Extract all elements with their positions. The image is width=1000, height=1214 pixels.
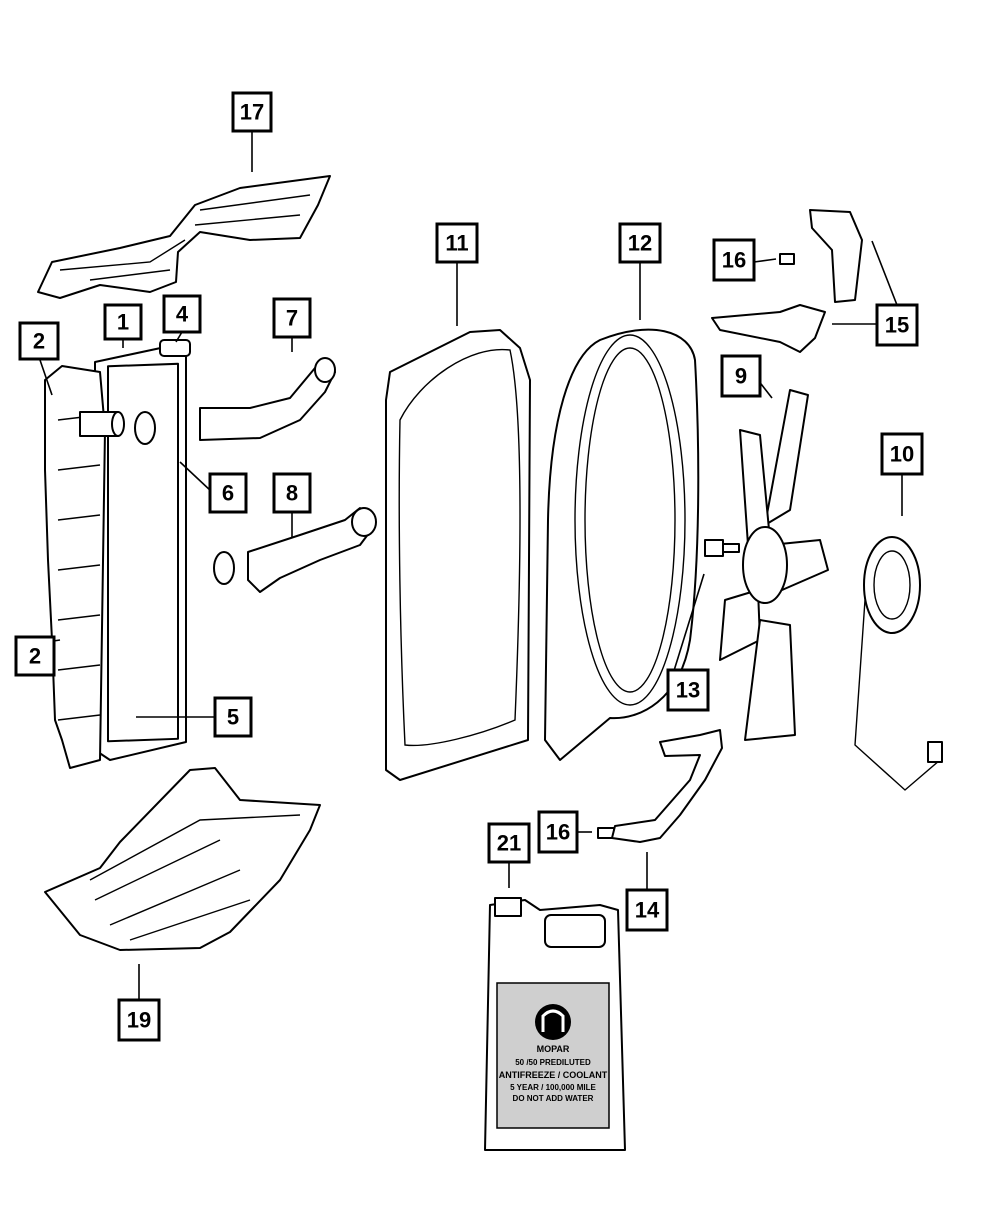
svg-text:19: 19 — [127, 1008, 151, 1033]
upper-radiator-hose — [199, 357, 336, 441]
svg-text:21: 21 — [497, 831, 521, 856]
callout-12: 12 — [618, 222, 662, 264]
svg-text:6: 6 — [222, 481, 234, 506]
callout-14: 14 — [625, 888, 669, 932]
svg-text:8: 8 — [286, 481, 298, 506]
callout-1: 1 — [103, 303, 143, 341]
callout-17: 17 — [231, 91, 273, 133]
fan-clutch — [854, 536, 943, 791]
radiator — [94, 345, 187, 761]
svg-text:11: 11 — [445, 231, 468, 256]
svg-text:16: 16 — [722, 248, 746, 273]
callout-16-lower: 16 — [537, 810, 579, 854]
svg-text:2: 2 — [29, 644, 41, 669]
svg-text:17: 17 — [240, 100, 264, 125]
callout-21: 21 — [487, 822, 531, 864]
callout-9: 9 — [720, 354, 762, 398]
jug-line2: ANTIFREEZE / COOLANT — [499, 1070, 608, 1080]
jug-brand: MOPAR — [537, 1044, 570, 1054]
callout-7: 7 — [272, 297, 312, 339]
air-deflector-upper — [37, 175, 331, 299]
fan-shroud — [385, 329, 531, 781]
mopar-logo-icon — [535, 1004, 571, 1040]
svg-text:10: 10 — [890, 442, 914, 467]
callout-8: 8 — [272, 472, 312, 514]
callout-5: 5 — [213, 696, 253, 738]
shroud-ring — [544, 328, 700, 761]
lower-radiator-hose — [247, 507, 377, 593]
jug-line3: 5 YEAR / 100,000 MILE — [510, 1083, 596, 1092]
svg-text:2: 2 — [33, 329, 45, 354]
cooling-fan — [719, 389, 829, 741]
svg-text:14: 14 — [635, 898, 660, 923]
jug-line4: DO NOT ADD WATER — [513, 1094, 594, 1103]
callout-2-lower: 2 — [14, 635, 56, 677]
fan-bolt — [704, 539, 740, 557]
callout-15: 15 — [875, 303, 919, 347]
svg-text:16: 16 — [546, 820, 570, 845]
callout-16-upper: 16 — [712, 238, 756, 282]
callout-19: 19 — [117, 998, 161, 1042]
jug-line1: 50 /50 PREDILUTED — [515, 1058, 591, 1067]
svg-text:5: 5 — [227, 705, 239, 730]
radiator-tank — [44, 365, 125, 769]
bracket-upper — [711, 209, 863, 353]
air-deflector-lower — [44, 767, 321, 951]
callout-2-upper: 2 — [18, 321, 60, 361]
svg-text:4: 4 — [176, 302, 189, 327]
callout-10: 10 — [880, 432, 924, 476]
svg-text:9: 9 — [735, 364, 747, 389]
svg-text:12: 12 — [628, 231, 652, 256]
coolant-jug: MOPAR 50 /50 PREDILUTED ANTIFREEZE / COO… — [484, 897, 626, 1151]
svg-text:15: 15 — [885, 313, 909, 338]
svg-text:13: 13 — [676, 678, 700, 703]
svg-text:1: 1 — [117, 310, 129, 335]
callout-6: 6 — [208, 472, 248, 514]
callout-13: 13 — [666, 668, 710, 712]
callout-11: 11 — [435, 222, 479, 264]
hose-clamp — [134, 411, 235, 585]
callout-4: 4 — [162, 294, 202, 334]
svg-text:7: 7 — [286, 306, 298, 331]
bracket-lower — [611, 729, 723, 843]
radiator-cap — [159, 339, 191, 357]
